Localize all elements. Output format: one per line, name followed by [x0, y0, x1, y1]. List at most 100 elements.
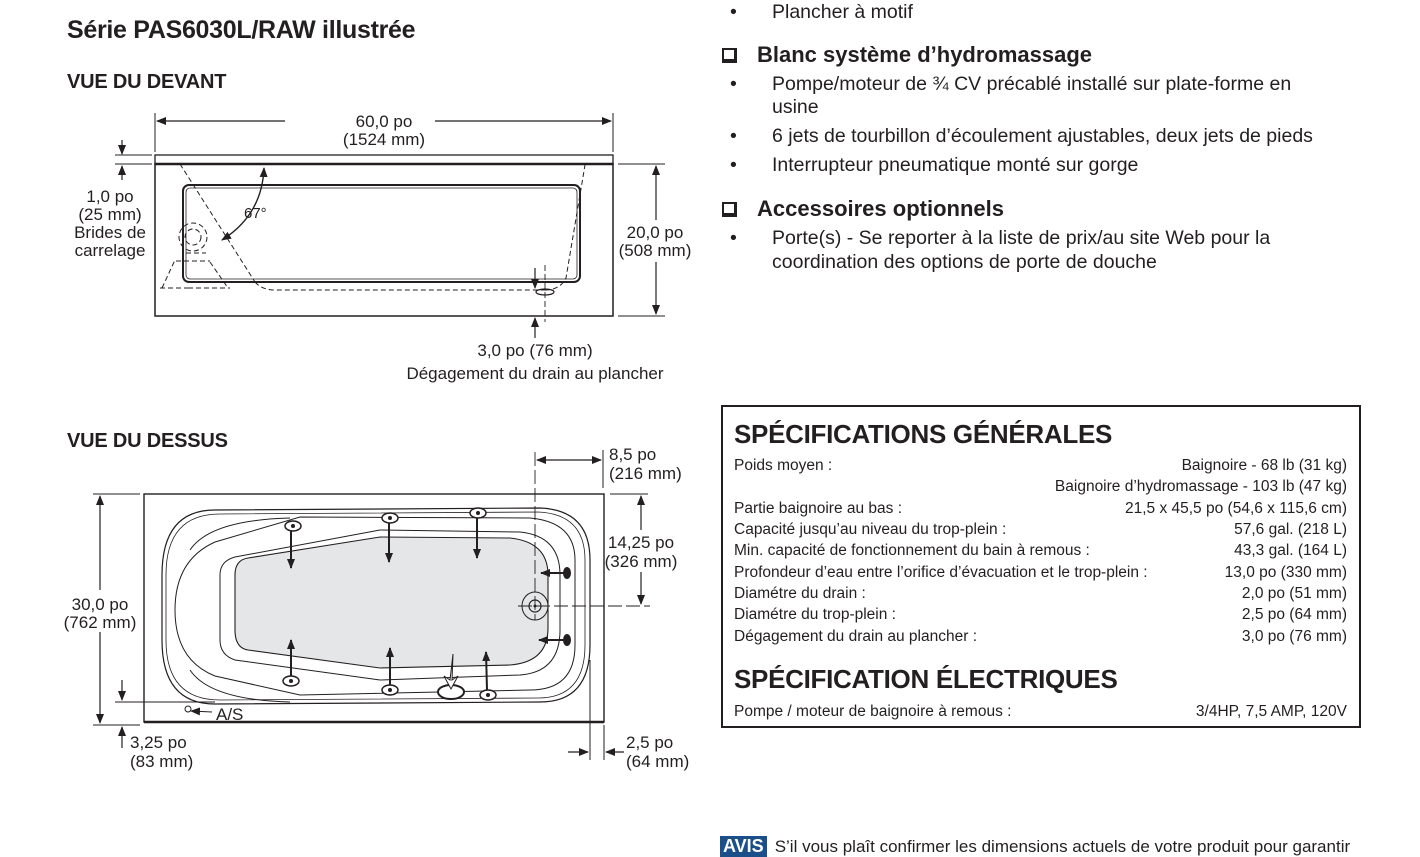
width-mm-label: (1524 mm)	[343, 130, 425, 149]
spec-row: Poids moyen : Baignoire - 68 lb (31 kg)	[734, 455, 1347, 476]
spec-label: Dégagement du drain au plancher :	[734, 628, 977, 645]
feature-text: Pompe/moteur de ¾ CV précablé installé s…	[772, 73, 1292, 95]
spec-value: 3,0 po (76 mm)	[1241, 628, 1347, 645]
electrical-specs-heading: SPÉCIFICATION ÉLECTRIQUES	[734, 664, 1118, 694]
empty-checkbox-icon	[722, 48, 737, 63]
drain-center-in-label: 14,25 po	[608, 533, 674, 552]
bullet-icon: •	[730, 73, 737, 95]
feature-text: Porte(s) - Se reporter à la liste de pri…	[772, 227, 1271, 249]
feature-text: Plancher à motif	[772, 1, 913, 23]
flange-in-label: 1,0 po	[86, 187, 133, 206]
notice-text: S’il vous plaît confirmer les dimensions…	[774, 837, 1351, 856]
spec-row: Diamétre du drain : 2,0 po (51 mm)	[734, 583, 1347, 604]
page-title: Série PAS6030L/RAW illustrée	[67, 16, 416, 44]
foot-jet-icon	[540, 567, 571, 579]
suction-fitting-icon	[437, 653, 465, 700]
spec-value: 57,6 gal. (218 L)	[1234, 521, 1347, 538]
jet-icon	[381, 647, 399, 696]
jet-icon	[381, 512, 399, 563]
bowl-outer	[161, 507, 591, 705]
jet-icon	[282, 639, 300, 687]
empty-checkbox-icon	[722, 202, 737, 217]
bullet-icon: •	[730, 154, 737, 176]
spec-value: Baignoire d’hydromassage - 103 lb (47 kg…	[1054, 478, 1347, 495]
section-heading-hydromassage: Blanc système d’hydromassage	[722, 42, 1092, 68]
notice-banner: AVIS S’il vous plaît confirmer les dimens…	[720, 836, 1350, 857]
apron-in-label: 3,25 po	[130, 733, 187, 752]
bowl-inner-ledge	[219, 529, 561, 681]
bullet-icon: •	[730, 125, 737, 147]
spec-row: Profondeur d’eau entre l’orifice d’évacu…	[734, 562, 1347, 583]
foot-jet-icon	[538, 634, 571, 646]
apron-mm-label: (83 mm)	[130, 752, 193, 771]
spec-row: Pompe / moteur de baignoire à remous : 3/…	[734, 701, 1347, 722]
height-in-label: 20,0 po	[627, 223, 684, 242]
top-view-diagram: 8,5 po (216 mm) 14,25 po (326 mm) 30,0 p…	[64, 445, 690, 771]
spec-label: Poids moyen :	[734, 457, 833, 474]
jet-icon	[284, 520, 302, 569]
section-heading-accessories: Accessoires optionnels	[722, 196, 1004, 222]
drain-clearance-caption: Dégagement du drain au plancher	[406, 364, 663, 383]
flange-mm-label: (25 mm)	[78, 205, 141, 224]
drain-center-mm-label: (326 mm)	[605, 552, 678, 571]
flange-label-2: carrelage	[75, 241, 146, 260]
feature-text: coordination des options de porte de dou…	[772, 251, 1157, 273]
spec-value: Baignoire - 68 lb (31 kg)	[1181, 457, 1347, 474]
jet-icon	[469, 507, 487, 559]
spec-value: 13,0 po (330 mm)	[1224, 564, 1347, 581]
spec-value: 2,0 po (51 mm)	[1241, 585, 1347, 602]
general-specs-heading: SPÉCIFICATIONS GÉNÉRALES	[734, 419, 1113, 449]
spec-row: Diamétre du trop-plein : 2,5 po (64 mm)	[734, 604, 1347, 625]
spec-label: Diamétre du trop-plein :	[734, 606, 896, 623]
drain-offset-mm-label: (216 mm)	[609, 464, 682, 483]
section-heading-text: Accessoires optionnels	[757, 196, 1004, 221]
spec-value: 2,5 po (64 mm)	[1241, 606, 1347, 623]
spec-label: Capacité jusqu’au niveau du trop-plein :	[734, 521, 1007, 538]
spec-label: Partie baignoire au bas :	[734, 500, 903, 517]
jet-icon	[479, 651, 497, 701]
drain-offset-in-label: 8,5 po	[609, 445, 656, 464]
spec-row: Baignoire d’hydromassage - 103 lb (47 kg…	[734, 476, 1347, 497]
depth-mm-label: (762 mm)	[64, 613, 137, 632]
spec-value: 3/4HP, 7,5 AMP, 120V	[1195, 703, 1347, 720]
spec-label: Pompe / moteur de baignoire à remous :	[734, 703, 1012, 720]
width-in-label: 60,0 po	[356, 112, 413, 131]
drain-icon	[535, 288, 555, 296]
spec-row: Min. capacité de fonctionnement du bain …	[734, 540, 1347, 561]
flange-label-1: Brides de	[74, 223, 146, 242]
bowl-ledge	[174, 516, 576, 696]
spec-row: Dégagement du drain au plancher : 3,0 po …	[734, 626, 1347, 647]
bowl-contour	[189, 669, 291, 703]
bowl-outer-inner	[165, 511, 586, 701]
angle-arc	[221, 167, 268, 241]
air-switch-icon	[184, 705, 213, 716]
spec-label: Min. capacité de fonctionnement du bain …	[734, 542, 1090, 559]
spec-label: Profondeur d’eau entre l’orifice d’évacu…	[734, 564, 1148, 581]
tub-front-outline	[154, 163, 614, 317]
spec-value: 43,3 gal. (164 L)	[1234, 542, 1347, 559]
bowl-contour	[189, 517, 291, 551]
top-view-heading: VUE DU DESSUS	[67, 430, 228, 452]
section-heading-text: Blanc système d’hydromassage	[757, 42, 1093, 67]
spec-row: Partie baignoire au bas :21,5 x 45,5 po …	[734, 498, 1347, 519]
bullet-icon: •	[730, 1, 737, 23]
bullet-icon: •	[730, 227, 737, 249]
feature-text: 6 jets de tourbillon d’écoulement ajusta…	[772, 125, 1313, 147]
air-switch-label: A/S	[216, 705, 243, 724]
drain-clearance-label: 3,0 po (76 mm)	[477, 341, 592, 360]
front-view-diagram: 60,0 po (1524 mm) 67° 1,0 po (25 mm) Bri…	[74, 112, 691, 383]
depth-in-label: 30,0 po	[72, 595, 129, 614]
front-view-heading: VUE DU DEVANT	[67, 71, 227, 93]
angle-label: 67°	[244, 205, 267, 222]
spec-row: Capacité jusqu’au niveau du trop-plein :…	[734, 519, 1347, 540]
spec-label: Diamétre du drain :	[734, 585, 866, 602]
feature-text: Interrupteur pneumatique monté sur gorge	[772, 154, 1139, 176]
end-in-label: 2,5 po	[626, 733, 673, 752]
feature-text: usine	[772, 96, 819, 118]
end-mm-label: (64 mm)	[626, 752, 689, 771]
bathing-well	[234, 536, 549, 669]
tile-flange	[154, 154, 614, 165]
apron-panel	[182, 184, 581, 283]
specifications-box: SPÉCIFICATIONS GÉNÉRALES Poids moyen : Ba…	[721, 405, 1361, 728]
notice-badge: AVIS	[720, 836, 767, 857]
